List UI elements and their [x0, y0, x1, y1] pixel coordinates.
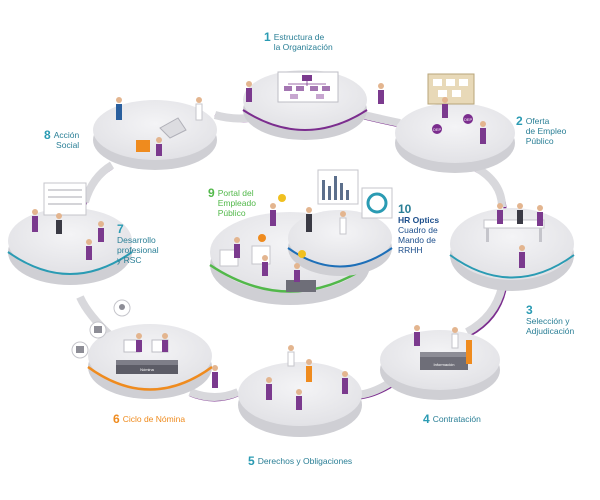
- stage-6-number: 6: [113, 412, 120, 426]
- stage-2-line-2: de Empleo: [525, 126, 567, 136]
- stage-7-line-2: profesional: [117, 245, 159, 255]
- stage-10-line-4: RRHH: [398, 245, 423, 255]
- stage-5-line-1: Derechos y Obligaciones: [257, 456, 353, 466]
- platform-7: [7, 208, 133, 285]
- stage-3-line-2: Adjudicación: [526, 326, 575, 336]
- platform-10: [287, 210, 393, 276]
- stage-10-line-1: HR Optics: [398, 215, 440, 225]
- oep-text-1: OEP: [433, 127, 442, 132]
- stage-3-number: 3: [526, 303, 533, 317]
- stage-3-line-1: Selección y: [526, 316, 570, 326]
- contract-desk-illustration: Información: [420, 340, 472, 370]
- building-icon: [76, 346, 84, 353]
- platform-8: [93, 100, 217, 170]
- stage-10-number: 10: [398, 202, 412, 216]
- globe-icon: [119, 304, 125, 310]
- selection-table-illustration: [483, 219, 545, 242]
- stage-6-line-1: Ciclo de Nómina: [122, 414, 186, 424]
- informacion-text: Información: [434, 362, 455, 367]
- platform-2: [395, 103, 515, 173]
- stage-8-line-1: Acción: [53, 130, 80, 140]
- stage-1-line-1: Estructura de: [273, 32, 325, 42]
- notice-board-illustration: OEP OEP: [427, 73, 475, 134]
- stage-9-line-1: Portal del: [217, 188, 254, 198]
- payroll-icons: [71, 299, 131, 359]
- training-board-illustration: [43, 182, 87, 216]
- bank-icon: [94, 326, 102, 333]
- stage-9-line-2: Empleado: [217, 198, 256, 208]
- stage-9-number: 9: [208, 186, 215, 200]
- stage-10-line-3: Mando de: [398, 235, 436, 245]
- stage-1-line-2: la Organización: [273, 42, 333, 52]
- oep-badge: [432, 124, 442, 134]
- stage-2-number: 2: [516, 114, 523, 128]
- dashboard-screens-illustration: [219, 169, 393, 292]
- stage-1-number: 1: [264, 30, 271, 44]
- stage-8-line-2: Social: [56, 140, 80, 150]
- oep-text-2: OEP: [464, 117, 473, 122]
- stage-5-number: 5: [248, 454, 255, 468]
- stage-4-line-1: Contratación: [432, 414, 481, 424]
- people-figures: [32, 81, 543, 410]
- org-chart-illustration: [277, 71, 339, 103]
- stage-4-number: 4: [423, 412, 430, 426]
- stage-10-line-2: Cuadro de: [398, 225, 438, 235]
- stage-7-line-1: Desarrollo: [117, 235, 156, 245]
- stage-2-line-3: Público: [525, 136, 554, 146]
- stage-2-line-1: Oferta: [525, 116, 550, 126]
- stage-8-number: 8: [44, 128, 51, 142]
- stage-9-line-3: Público: [217, 208, 246, 218]
- oep-badge: [463, 114, 473, 124]
- stage-7-line-3: y RSC: [117, 255, 142, 265]
- nomina-text: Nómina: [140, 367, 155, 372]
- stage-7-number: 7: [117, 222, 124, 236]
- social-action-illustration: [136, 117, 187, 152]
